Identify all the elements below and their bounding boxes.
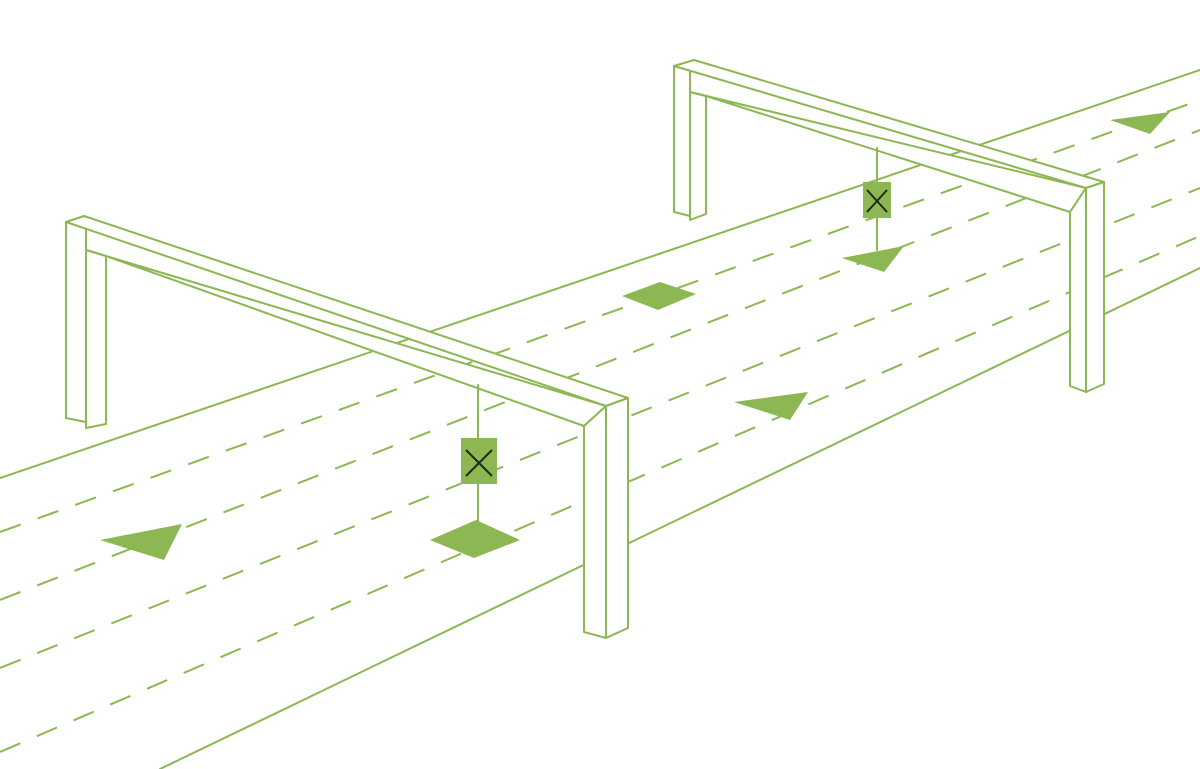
arrow-icon xyxy=(842,246,904,272)
road-far-edge xyxy=(0,69,1200,479)
diamond-icon xyxy=(430,520,520,558)
arrow-icon xyxy=(1110,112,1170,134)
diamond-icon xyxy=(622,282,696,310)
gantry-near-right-post xyxy=(583,405,607,639)
arrow-icon xyxy=(734,392,808,420)
gantry-near-left-post xyxy=(65,221,87,423)
gantry-far-left-post xyxy=(673,65,691,217)
gantry-near xyxy=(65,215,629,639)
lane-divider-2 xyxy=(0,129,1200,601)
lane-closed-x-icon xyxy=(866,189,888,213)
gantry-near-left-post-side xyxy=(85,249,107,429)
gantry-far-right-post xyxy=(1069,187,1087,393)
x-stroke-b xyxy=(465,449,493,477)
lane-closed-x-icon xyxy=(465,449,493,477)
gantry-far-right-post-side xyxy=(1085,181,1105,393)
lane-sign-near xyxy=(461,438,497,484)
road-near-edge xyxy=(159,267,1200,769)
gantry-near-beam-underside xyxy=(85,249,607,427)
arrow-icon xyxy=(100,524,182,560)
gantry-far xyxy=(673,59,1105,393)
gantry-near-right-post-side xyxy=(605,397,629,639)
lane-divider-1 xyxy=(0,99,1200,533)
lane-markers xyxy=(100,112,1170,560)
x-stroke-b xyxy=(866,189,888,213)
gantry-near-beam xyxy=(65,215,629,407)
gantry-far-left-post-side xyxy=(689,91,707,221)
